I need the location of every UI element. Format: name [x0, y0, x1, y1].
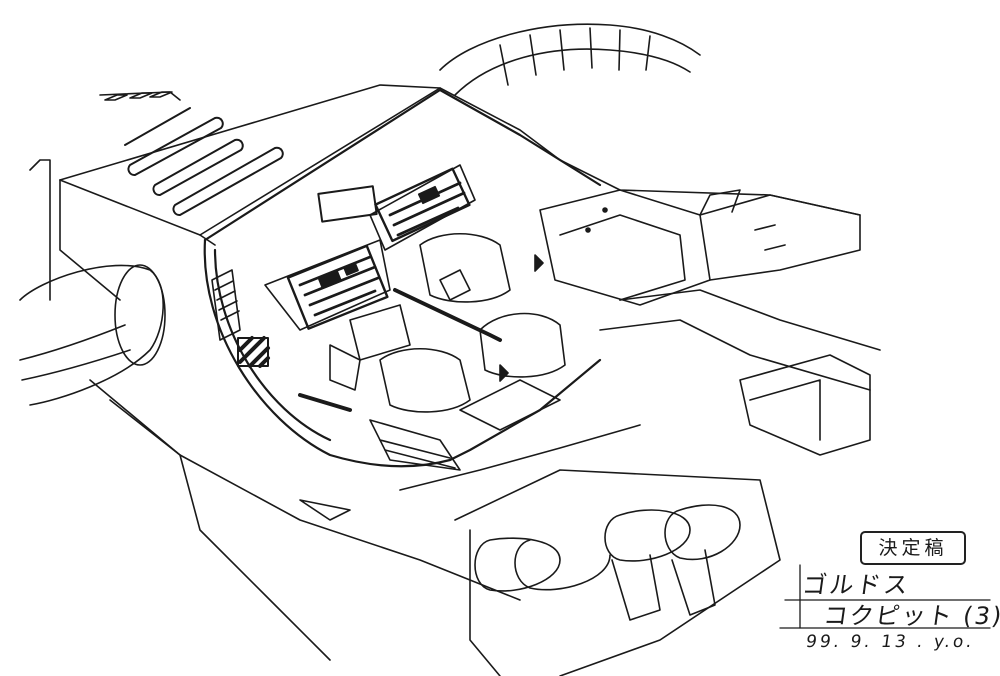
instrument-panel-right — [369, 164, 476, 251]
right-machinery — [499, 189, 881, 456]
hazard-markers — [211, 269, 270, 368]
lower-thrusters — [299, 469, 781, 676]
rear-hose — [439, 23, 701, 96]
date-signature: 99. 9. 13 . y.o. — [804, 632, 976, 652]
title-block-lines — [779, 564, 991, 629]
hull — [59, 84, 861, 661]
seats — [349, 232, 566, 413]
sheet-title-line1: ゴルドス — [800, 571, 913, 599]
instrument-panel-left — [264, 239, 391, 331]
final-draft-stamp: 決定稿 — [860, 531, 966, 565]
hull-vents — [124, 107, 378, 223]
floor-consoles — [298, 288, 561, 471]
sheet-title-line2: コクピット (3) — [821, 602, 1000, 630]
left-nacelle — [19, 159, 166, 406]
